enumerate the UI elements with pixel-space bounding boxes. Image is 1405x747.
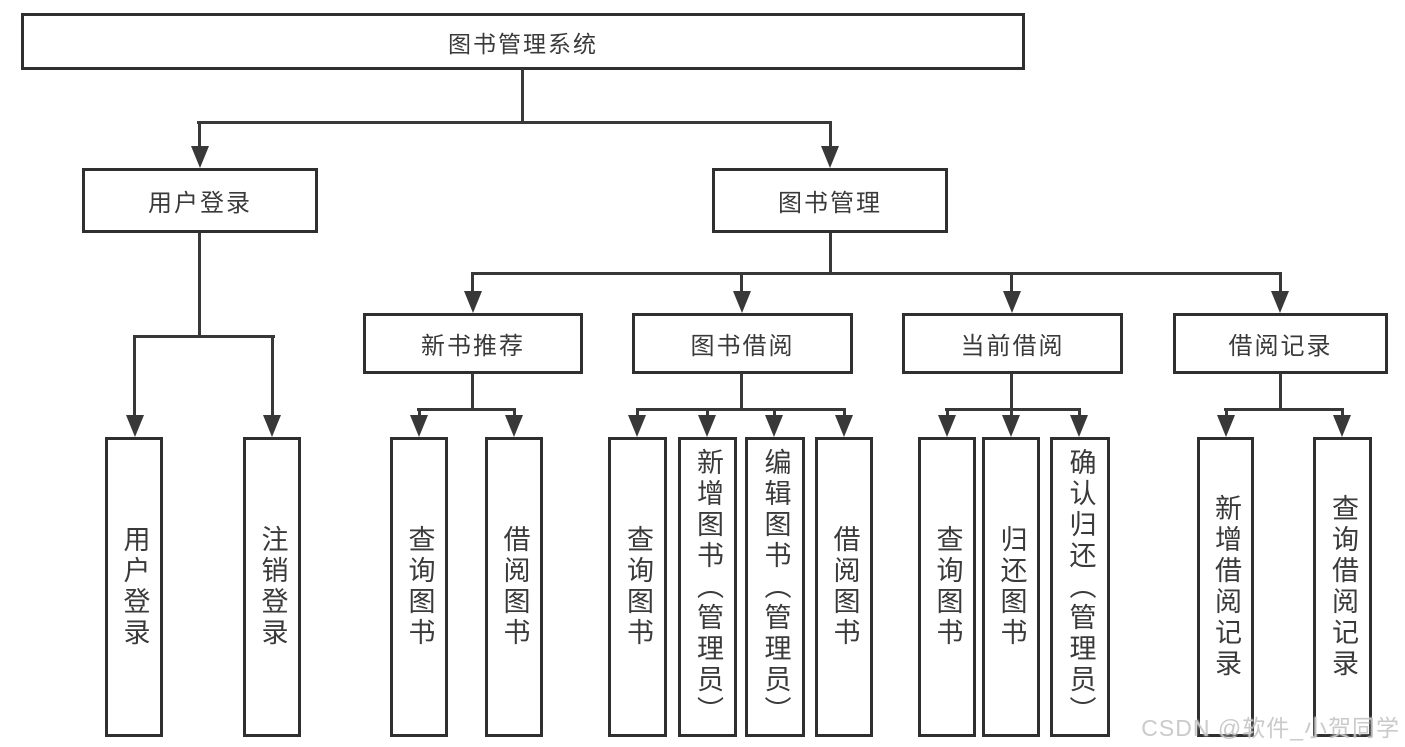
arrow-down-icon: [698, 415, 716, 437]
arrow-down-icon: [1002, 415, 1020, 437]
connector-line: [843, 408, 846, 417]
node-leaf-query-borrow-record: 查询借阅记录: [1313, 437, 1372, 737]
node-library-management-system: 图书管理系统: [21, 13, 1025, 70]
connector-line: [829, 121, 832, 148]
connector-line: [706, 408, 709, 417]
arrow-down-icon: [938, 415, 956, 437]
node-book-management: 图书管理: [712, 168, 948, 233]
node-leaf-edit-book-admin: 编辑图书（管理员）: [745, 437, 805, 737]
leaf-label: 借阅图书: [829, 525, 860, 649]
node-leaf-query-books-recommend: 查询图书: [390, 437, 448, 737]
arrow-down-icon: [126, 415, 144, 437]
leaf-label: 用户登录: [119, 525, 150, 649]
node-leaf-user-login: 用户登录: [105, 437, 163, 737]
arrow-down-icon: [505, 415, 523, 437]
arrow-down-icon: [1271, 291, 1289, 313]
leaf-label: 确认归还（管理员）: [1065, 447, 1096, 727]
connector-line: [133, 335, 275, 338]
connector-line: [740, 272, 743, 293]
node-leaf-query-books-current: 查询图书: [918, 437, 976, 737]
node-user-login: 用户登录: [82, 168, 318, 233]
connector-line: [636, 408, 846, 411]
connector-line: [471, 373, 474, 411]
connector-line: [946, 408, 949, 417]
arrow-down-icon: [628, 415, 646, 437]
node-leaf-confirm-return-admin: 确认归还（管理员）: [1050, 437, 1110, 737]
connector-line: [945, 408, 1081, 411]
node-leaf-borrow-books-borrowing: 借阅图书: [815, 437, 873, 737]
connector-line: [740, 373, 743, 411]
connector-line: [636, 408, 639, 417]
leaf-label: 编辑图书（管理员）: [760, 447, 791, 727]
connector-line: [1279, 373, 1282, 411]
connector-line: [1010, 408, 1013, 417]
node-leaf-query-books-borrowing: 查询图书: [608, 437, 667, 737]
leaf-label: 查询图书: [623, 525, 653, 649]
arrow-down-icon: [821, 146, 839, 168]
connector-line: [471, 272, 474, 293]
node-current-borrowing: 当前借阅: [902, 313, 1123, 374]
leaf-label: 新增借阅记录: [1211, 494, 1241, 680]
connector-line: [773, 408, 776, 417]
connector-line: [417, 408, 516, 411]
connector-line: [829, 233, 832, 275]
arrow-down-icon: [263, 415, 281, 437]
arrow-down-icon: [410, 415, 428, 437]
node-borrowing-records: 借阅记录: [1173, 313, 1388, 374]
watermark: CSDN @软件_小贺同学: [1141, 715, 1400, 741]
node-leaf-add-book-admin: 新增图书（管理员）: [678, 437, 737, 737]
arrow-down-icon: [1217, 415, 1235, 437]
connector-line: [1224, 408, 1344, 411]
connector-line: [133, 335, 136, 417]
node-new-book-recommendation: 新书推荐: [363, 313, 583, 374]
leaf-label: 查询借阅记录: [1328, 494, 1358, 680]
connector-line: [1078, 408, 1081, 417]
arrow-down-icon: [191, 146, 209, 168]
node-leaf-logout: 注销登录: [243, 437, 301, 737]
connector-line: [1225, 408, 1228, 417]
arrow-down-icon: [1003, 291, 1021, 313]
arrow-down-icon: [1070, 415, 1088, 437]
node-leaf-return-book: 归还图书: [982, 437, 1040, 737]
connector-line: [271, 335, 274, 417]
leaf-label: 查询图书: [404, 525, 435, 649]
connector-line: [1279, 272, 1282, 293]
arrow-down-icon: [733, 291, 751, 313]
node-leaf-add-borrow-record: 新增借阅记录: [1197, 437, 1254, 737]
connector-line: [1010, 373, 1013, 411]
arrow-down-icon: [765, 415, 783, 437]
connector-line: [521, 69, 524, 124]
connector-line: [1010, 272, 1013, 293]
arrow-down-icon: [1333, 415, 1351, 437]
leaf-label: 查询图书: [932, 525, 963, 649]
arrow-down-icon: [835, 415, 853, 437]
node-book-borrowing: 图书借阅: [632, 313, 853, 374]
arrow-down-icon: [464, 291, 482, 313]
connector-line: [198, 233, 201, 337]
leaf-label: 归还图书: [996, 525, 1027, 649]
leaf-label: 新增图书（管理员）: [693, 447, 723, 727]
leaf-label: 注销登录: [257, 525, 288, 649]
connector-line: [198, 121, 201, 148]
leaf-label: 借阅图书: [499, 525, 530, 649]
connector-line: [1341, 408, 1344, 417]
connector-line: [513, 408, 516, 417]
node-leaf-borrow-books-recommend: 借阅图书: [485, 437, 543, 737]
connector-line: [471, 272, 1282, 275]
connector-line: [197, 121, 831, 124]
connector-line: [418, 408, 421, 417]
